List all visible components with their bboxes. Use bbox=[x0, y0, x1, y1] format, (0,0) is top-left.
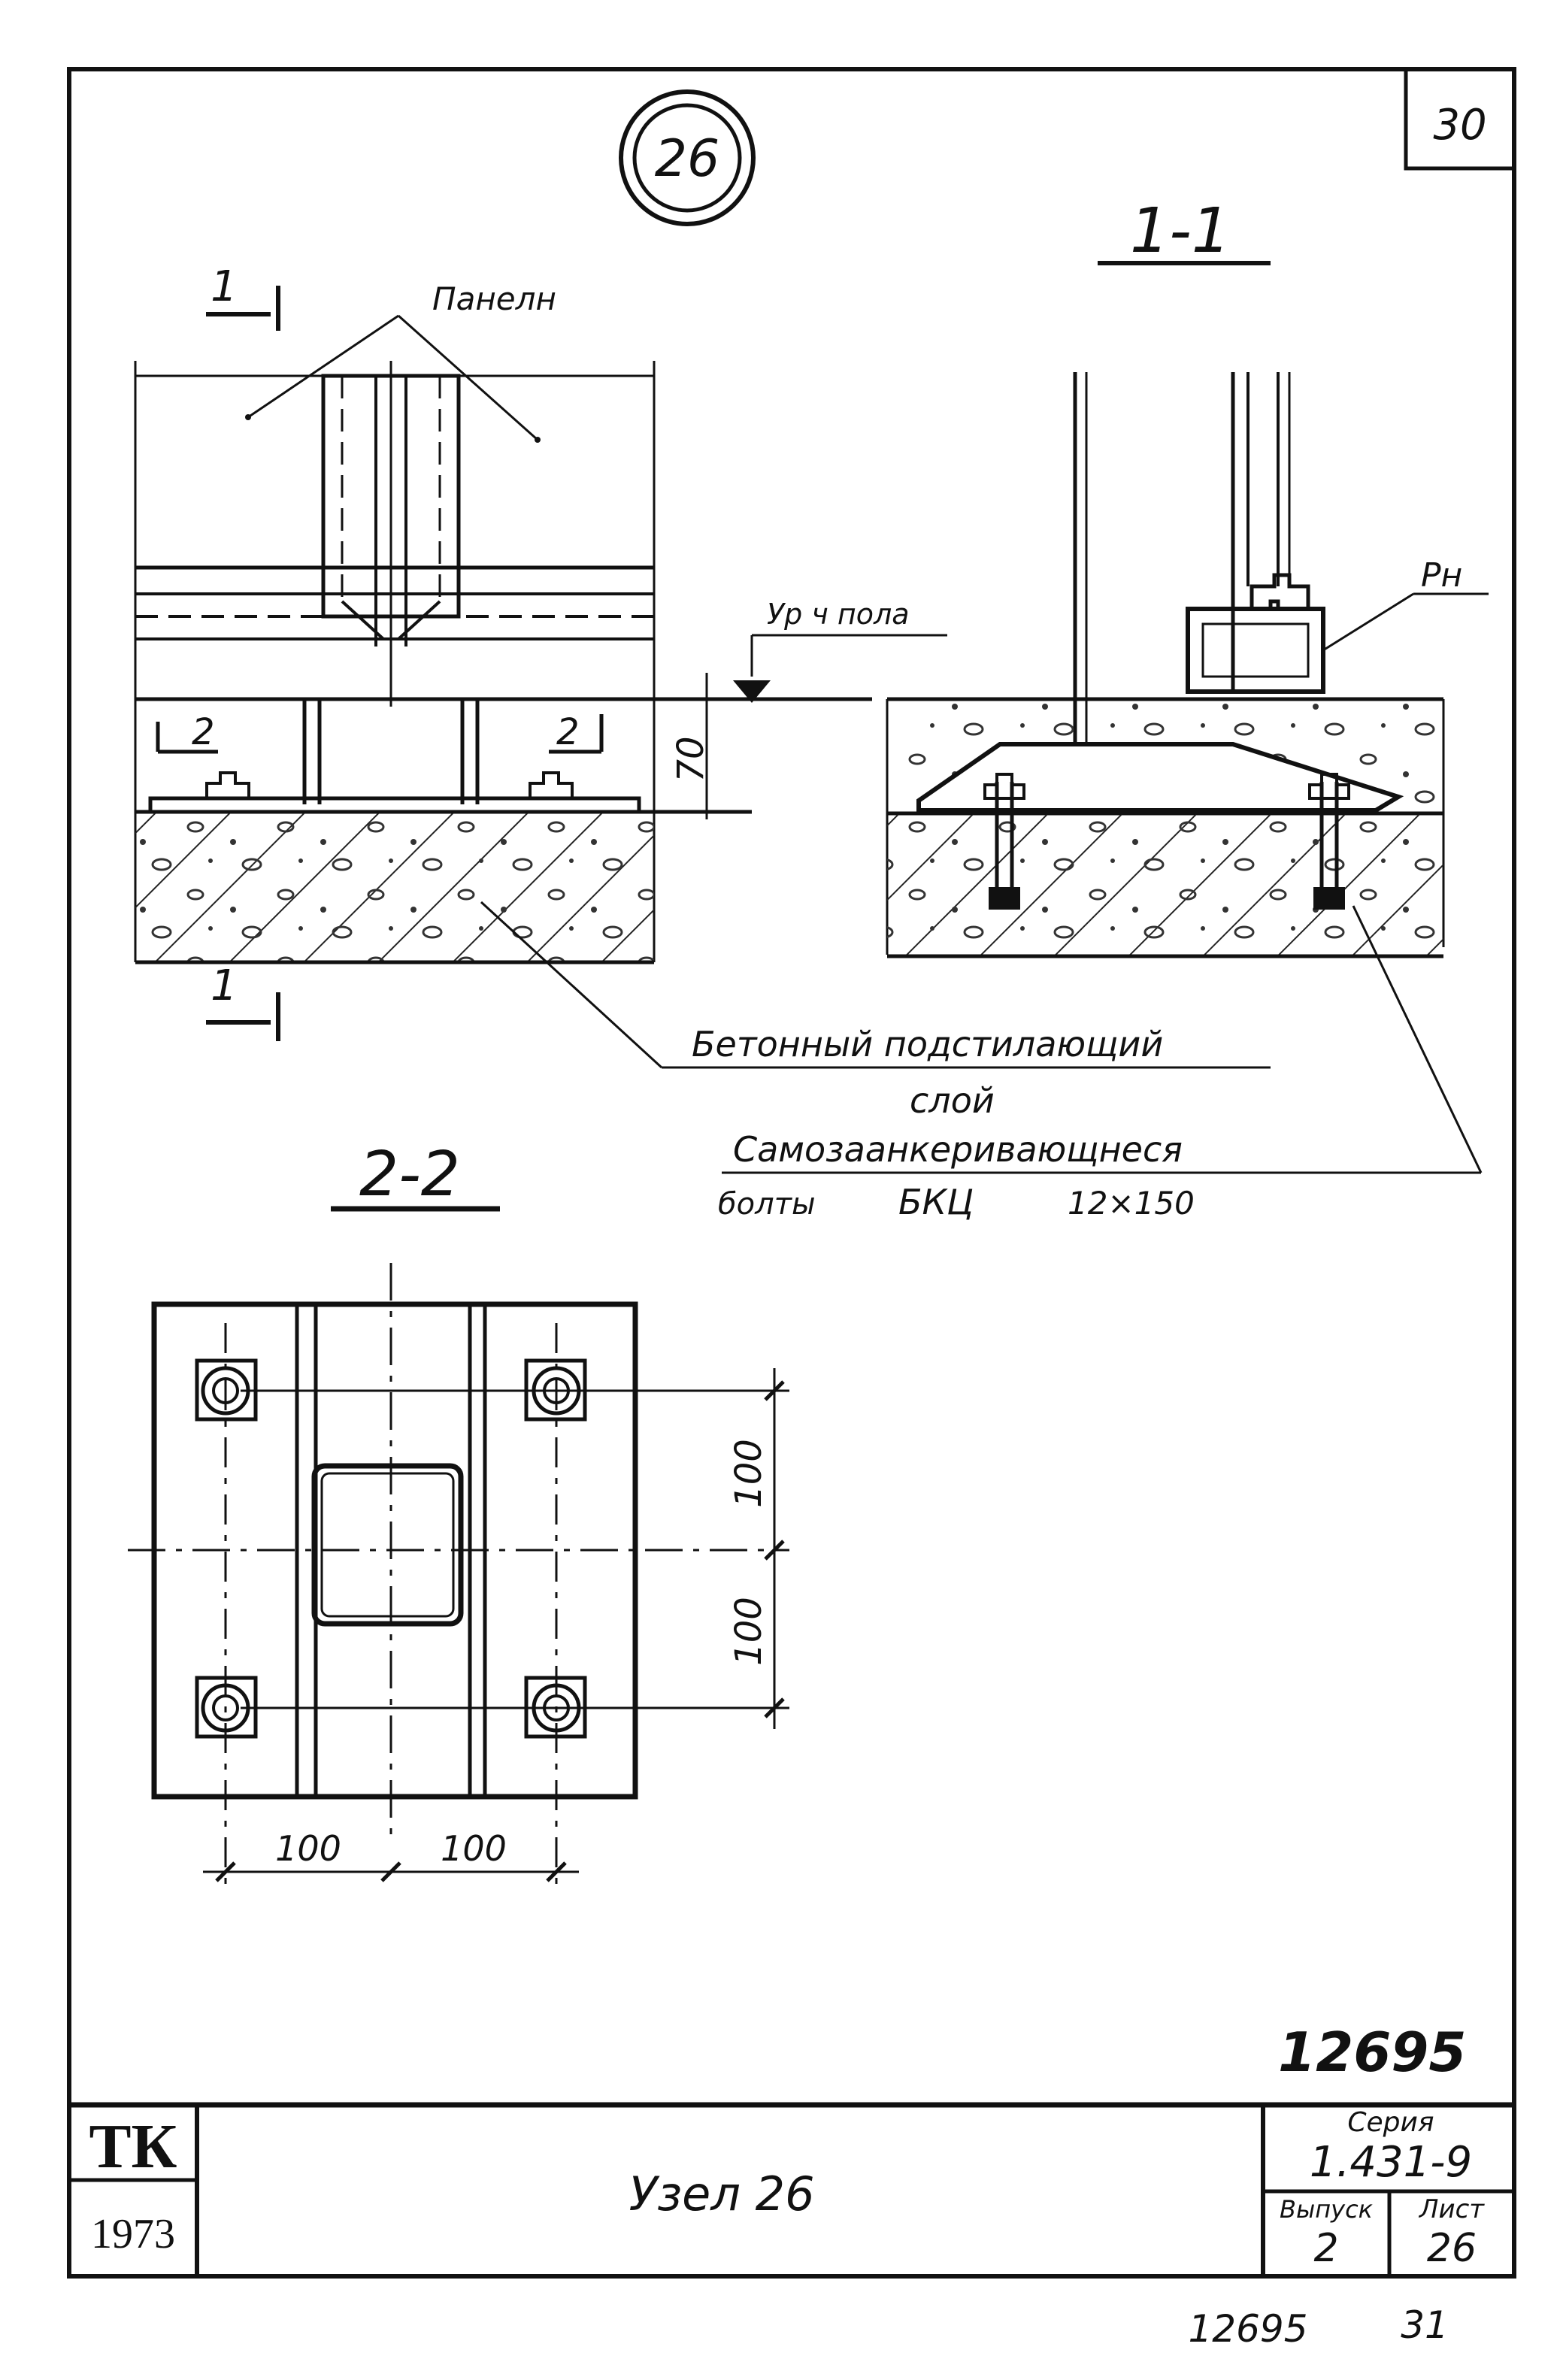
plan-bolt-top-left bbox=[195, 1358, 258, 1422]
anchor-bolt-right bbox=[1308, 773, 1350, 910]
footer-page: 31 bbox=[1401, 2303, 1449, 2347]
dim-v-bottom: 100 bbox=[728, 1597, 770, 1666]
dim-h-right: 100 bbox=[441, 1828, 507, 1869]
concrete-layer-note: Бетонный подстилающий bbox=[692, 1024, 1163, 1064]
plan-bolt-bottom-right bbox=[524, 1676, 587, 1739]
plan-bolt-top-right bbox=[524, 1358, 587, 1422]
cut-mark-label-bottom: 1 bbox=[211, 961, 238, 1010]
notes: Бетонный подстилающий слой Самозаанкерив… bbox=[480, 901, 1483, 1222]
cut-mark-2-left: 2 bbox=[192, 711, 215, 753]
series-label: Серия bbox=[1347, 2107, 1434, 2138]
org-logo-text: ТК bbox=[89, 2112, 177, 2182]
sheet-corner-number: 30 bbox=[1433, 101, 1486, 150]
sheet-frame: 30 bbox=[67, 67, 1516, 2279]
section-2-2: 2-2 bbox=[128, 1139, 789, 1887]
sheet-label: Лист bbox=[1418, 2194, 1485, 2224]
node-marker-number: 26 bbox=[655, 129, 720, 189]
floor-level-label: Ур ч пола bbox=[767, 598, 910, 631]
rn-label: Рн bbox=[1421, 556, 1462, 595]
anchor-bolts-note-a: болты bbox=[718, 1187, 816, 1222]
footer-number: 12695 bbox=[1188, 2307, 1307, 2351]
stamp-number: 12695 bbox=[1278, 2021, 1467, 2084]
cut-mark-label: 1 bbox=[211, 262, 238, 311]
section-1-1-title: 1-1 bbox=[1130, 195, 1231, 267]
anchor-bolts-note-c: 12×150 bbox=[1068, 1185, 1195, 1222]
issue-label: Выпуск bbox=[1280, 2195, 1374, 2224]
node-marker: 26 bbox=[619, 89, 756, 226]
sheet-value: 26 bbox=[1427, 2226, 1477, 2271]
plan-bolt-bottom-left bbox=[195, 1676, 258, 1739]
year: 1973 bbox=[91, 2211, 175, 2257]
dim-h-left: 100 bbox=[275, 1828, 341, 1869]
anchor-bolt-left bbox=[983, 773, 1025, 910]
concrete-layer-note-2: слой bbox=[910, 1080, 995, 1121]
anchor-bolts-note-b: БКЦ bbox=[898, 1182, 974, 1222]
panels-label: Панелн bbox=[432, 280, 556, 317]
title-block: ТК 1973 Узел 26 Серия 1.431-9 Выпуск 2 Л… bbox=[69, 2102, 1514, 2276]
cut-mark-2-right: 2 bbox=[556, 711, 580, 753]
elevation-view: 1 Панелн bbox=[134, 262, 947, 1041]
issue-value: 2 bbox=[1313, 2226, 1338, 2271]
dim-v-top: 100 bbox=[728, 1439, 770, 1508]
cut-mark-top: 1 bbox=[206, 262, 280, 331]
drawing-title: Узел 26 bbox=[629, 2167, 814, 2221]
anchor-bolts-note: Самозаанкеривающнеся bbox=[733, 1129, 1183, 1170]
dim-70: 70 bbox=[670, 736, 712, 782]
section-2-2-title: 2-2 bbox=[359, 1139, 460, 1210]
section-1-1: 1-1 Рн bbox=[886, 195, 1489, 958]
series-value: 1.431-9 bbox=[1310, 2138, 1472, 2187]
